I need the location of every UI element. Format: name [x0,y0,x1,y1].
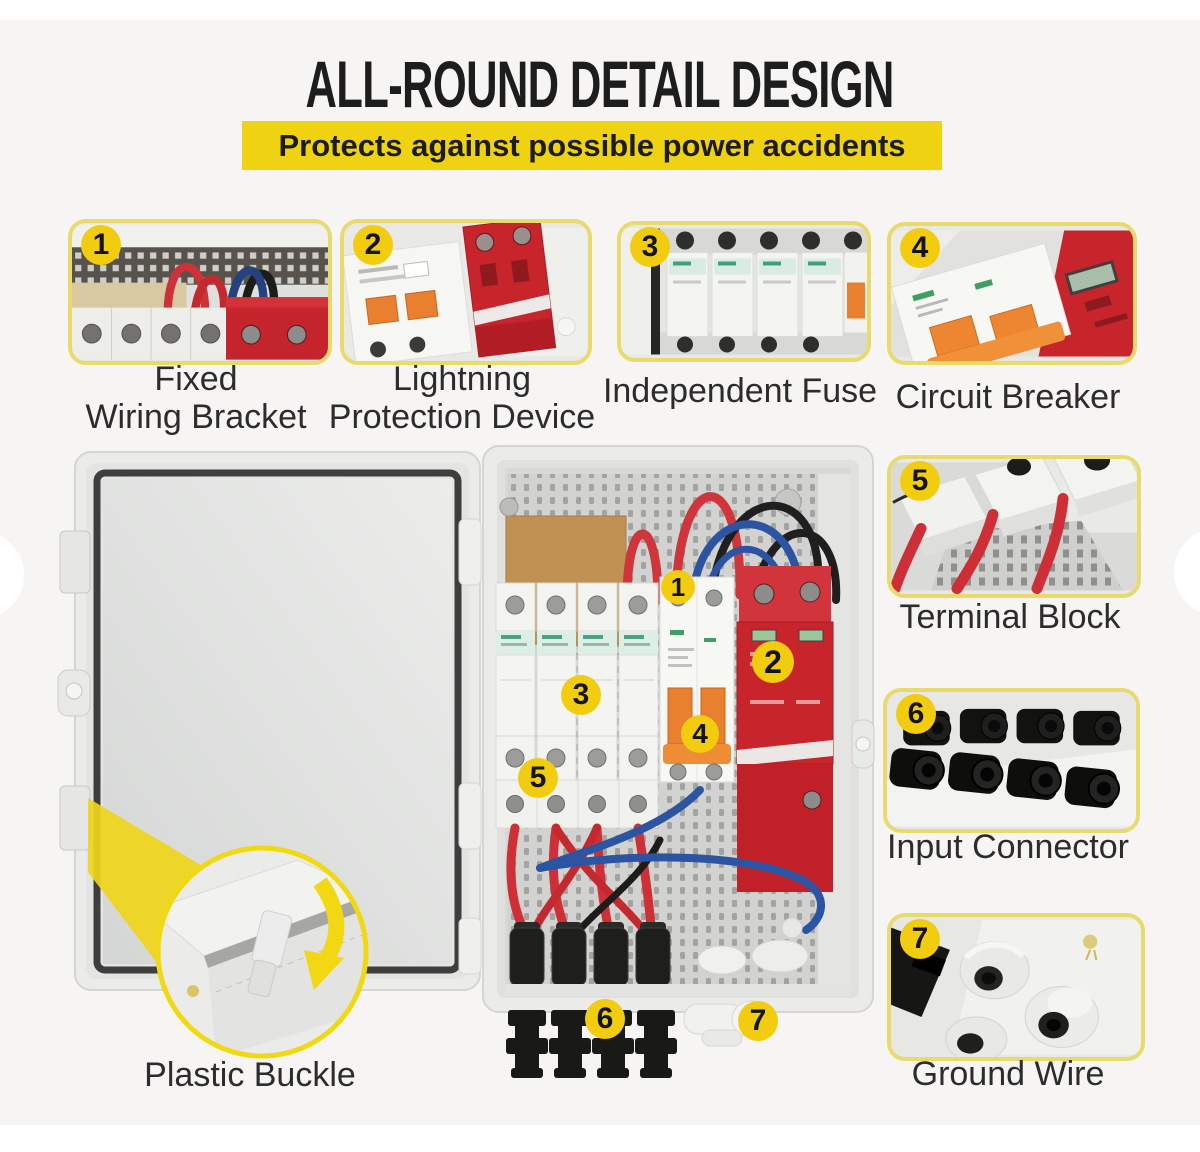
bottom-glands [505,917,851,996]
feature-card-circuit-breaker: 4 [887,222,1137,365]
feature-label-line: Ground Wire [911,1055,1105,1093]
feature-label: Lightning Protection Device [310,360,614,437]
subtitle-banner: Protects against possible power accident… [242,121,942,170]
feature-label: Terminal Block [880,598,1140,636]
feature-label: Fixed Wiring Bracket [38,360,354,437]
feature-number-badge: 6 [896,694,936,734]
callout-badge-1: 1 [661,570,695,604]
feature-label-line: Protection Device [328,398,596,437]
ground-wire-photo [891,919,1141,1057]
feature-number-badge: 3 [630,227,670,267]
fixed-wiring-bracket-photo [72,224,328,360]
callout-badge-2: 2 [752,641,794,683]
feature-label-line: Input Connector [887,828,1129,866]
plastic-buckle-magnifier [155,845,369,1059]
bottom-white-strip [0,1125,1200,1152]
combiner-box-photo [57,445,875,1078]
fuse-holders [495,582,659,781]
feature-card-input-connector: 6 [883,688,1140,833]
box-door [57,451,481,991]
page-title: ALL-ROUND DETAIL DESIGN [305,47,895,121]
feature-card-independent-fuse: 3 [617,221,871,362]
top-white-strip [0,0,1200,20]
feature-label: Circuit Breaker [880,378,1136,416]
feature-label-line: Plastic Buckle [144,1056,356,1094]
callout-badge-6: 6 [585,999,625,1039]
feature-number-badge: 7 [900,919,940,959]
feature-label: Ground Wire [880,1055,1136,1093]
terminal-block-photo [891,459,1137,594]
feature-label: Input Connector [875,828,1141,866]
feature-label: Independent Fuse [590,372,890,410]
feature-label-line: Circuit Breaker [895,378,1121,416]
feature-label-line: Terminal Block [899,598,1121,636]
feature-label-line: Independent Fuse [602,372,878,410]
callout-badge-5: 5 [518,758,558,798]
callout-badge-3: 3 [561,675,601,715]
feature-card-lightning-protection: 2 [340,219,592,365]
feature-card-terminal-block: 5 [887,455,1141,598]
callout-badge-4: 4 [681,715,719,753]
surge-protector [736,566,834,892]
feature-number-badge: 1 [81,225,121,265]
feature-number-badge: 5 [900,461,940,501]
callout-badge-7: 7 [738,1001,778,1041]
feature-label-line: Fixed [154,360,238,398]
feature-label-line: Lightning [392,360,531,398]
feature-card-fixed-wiring-bracket: 1 [68,219,332,365]
feature-card-ground-wire: 7 [887,913,1145,1061]
feature-number-badge: 2 [353,225,393,265]
feature-label-line: Wiring Bracket [85,398,307,437]
magnifier-label: Plastic Buckle [110,1056,390,1094]
feature-number-badge: 4 [900,228,940,268]
